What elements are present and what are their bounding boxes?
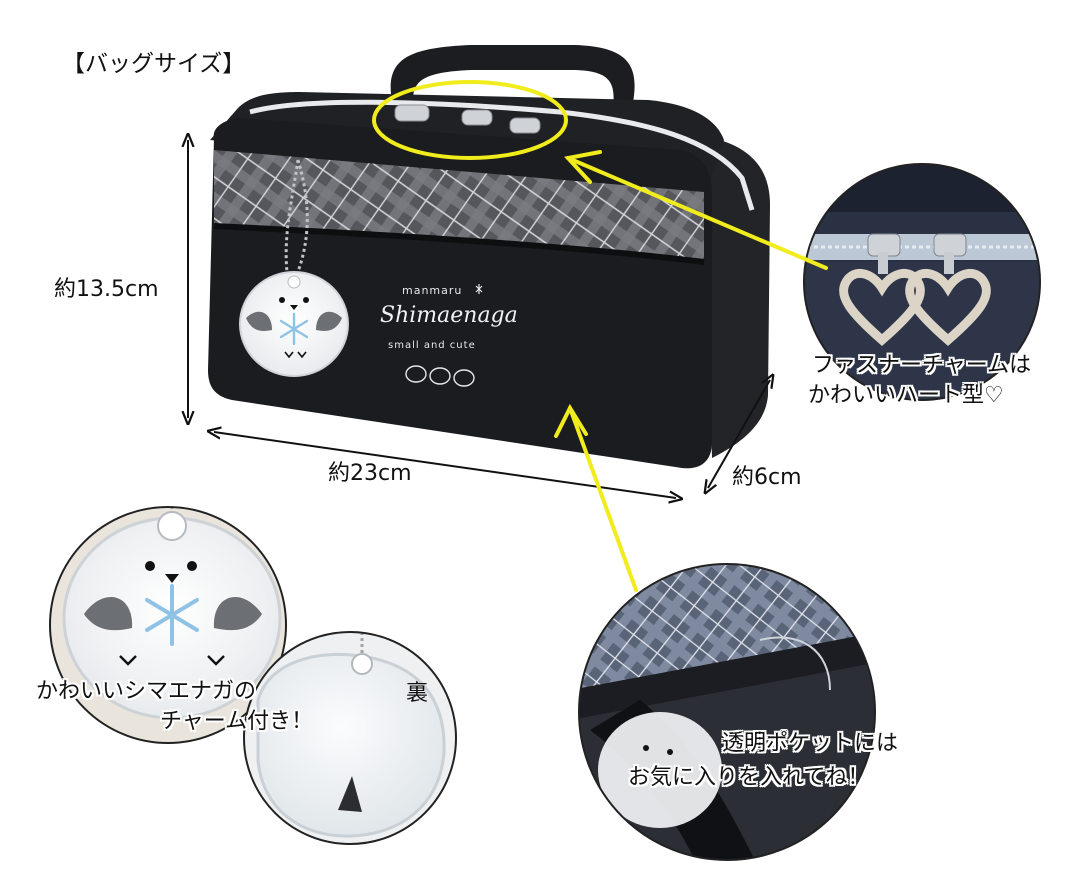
logo-brand-small: manmaru: [402, 284, 462, 297]
zipper-caption-line2: かわいいハート型♡: [808, 383, 1004, 408]
snowflake-icon: [145, 584, 199, 646]
charm-back-closeup: [243, 631, 457, 845]
heart-zipper-pull-icon: [905, 233, 991, 346]
depth-label: 約6cm: [732, 465, 802, 490]
zipper-pulls: [394, 104, 541, 134]
pouch-bag: manmaru Shimaenaga small and cute: [208, 45, 770, 469]
width-label: 約23cm: [328, 461, 412, 486]
zipper-closeup: [803, 163, 1041, 401]
back-side-label: 裏: [406, 681, 429, 706]
clear-pocket-edge: [213, 223, 705, 265]
heart-zipper-pull-icon: [839, 233, 925, 346]
pocket-caption-line2: お気に入りを入れてね！: [628, 765, 870, 790]
zipper-caption-line1: ファスナーチャームは: [812, 353, 1032, 378]
pocket-pointer-arrow: [554, 403, 638, 592]
logo-brand-script: Shimaenaga: [380, 303, 518, 328]
bag-charm-bird: [239, 271, 349, 377]
depth-arrow: [708, 380, 770, 488]
zipper-pointer-arrow: [564, 150, 828, 270]
charm-front-closeup: [49, 506, 287, 744]
snowflake-icon: [279, 312, 309, 346]
charm-caption-line2: チャーム付き！: [160, 709, 314, 734]
page-heading: 【バッグサイズ】: [62, 51, 246, 77]
three-birds-icon: [405, 365, 475, 387]
logo-snowflake-icon: [475, 284, 483, 294]
zipper-highlight-oval: [372, 80, 568, 160]
pocket-caption-line1: 透明ポケットには: [722, 731, 899, 756]
charm-ball-chain: [284, 159, 300, 281]
charm-caption-line1: かわいいシマエナガの: [36, 679, 257, 704]
height-label: 約13.5cm: [54, 277, 159, 302]
bag-side-panel: [705, 140, 770, 458]
logo-tagline: small and cute: [388, 340, 476, 351]
tail-shape: [338, 776, 362, 812]
bag-logo: manmaru Shimaenaga small and cute: [380, 284, 518, 387]
bag-handle: [390, 45, 635, 112]
bag-zipper-tape: [249, 99, 755, 211]
pocket-closeup: [578, 563, 876, 861]
